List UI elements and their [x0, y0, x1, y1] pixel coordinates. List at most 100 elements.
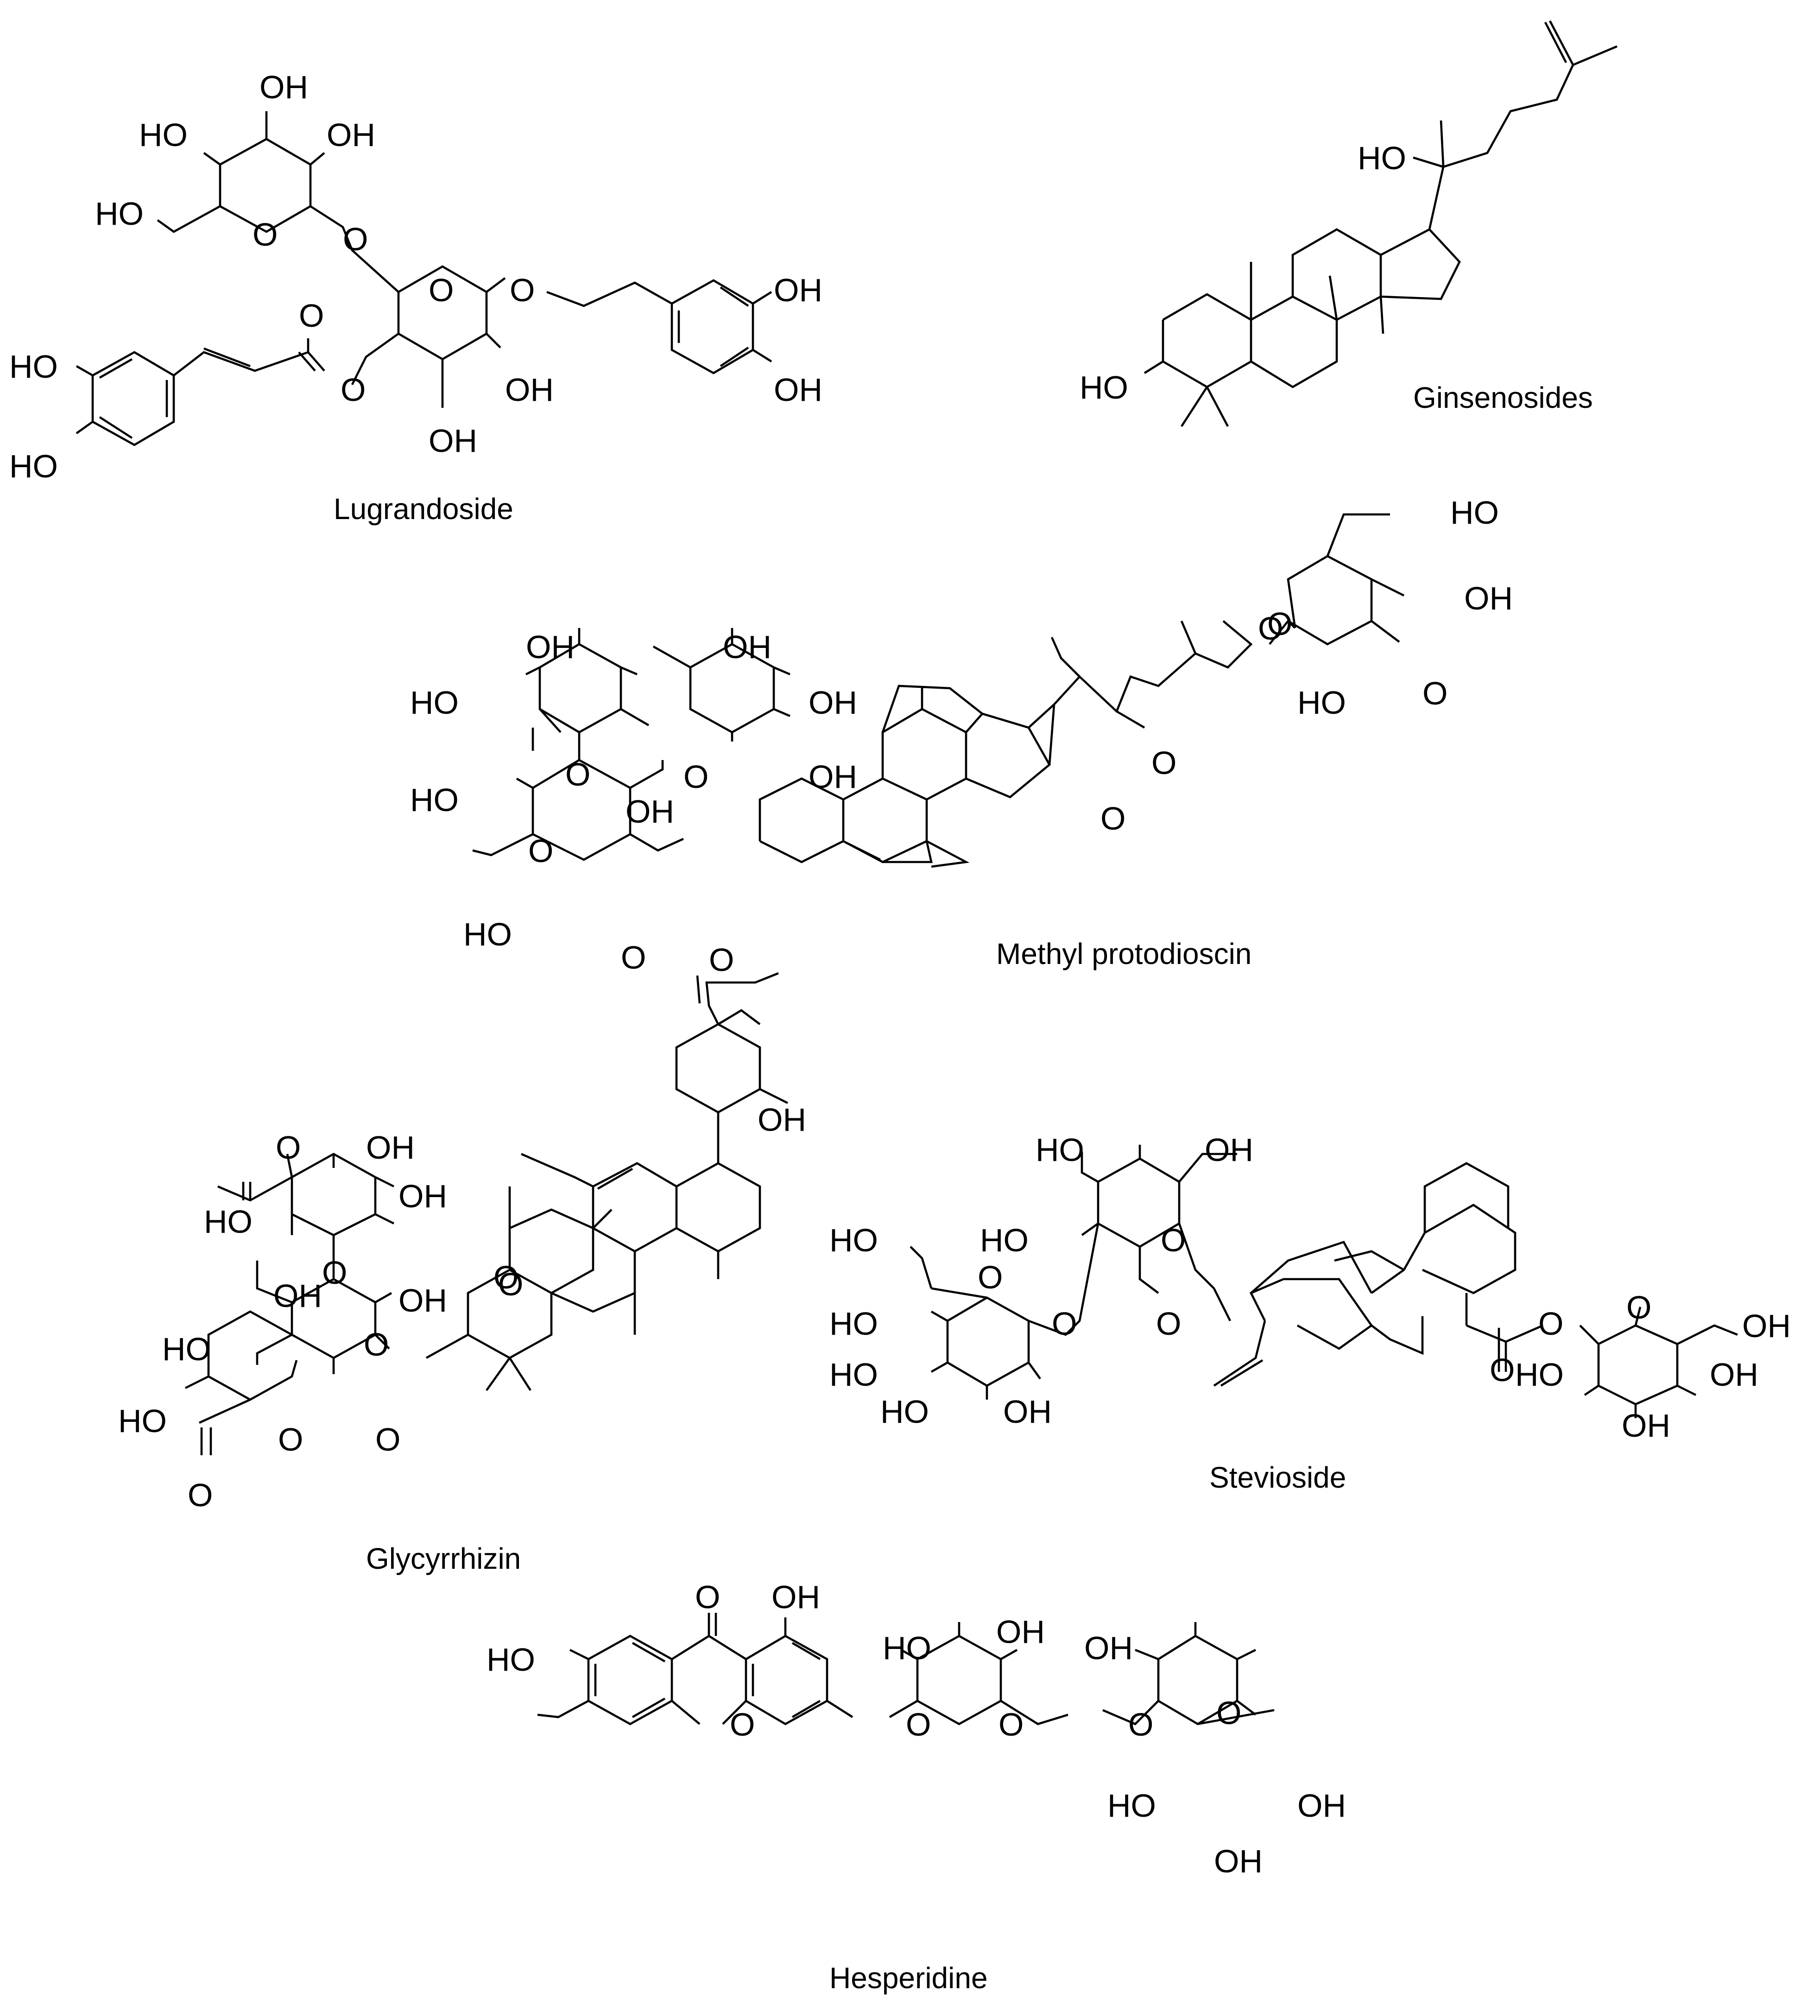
glycyrrhizin-label: HO: [204, 1204, 253, 1240]
lugrandoside-label: O: [510, 272, 535, 308]
lugrandoside-label: O: [429, 272, 454, 308]
stevioside-label: O: [1490, 1352, 1515, 1388]
stevioside-label: OH: [1003, 1394, 1052, 1430]
glycyrrhizin-label: O: [498, 1266, 523, 1302]
stevioside-label: OH: [1205, 1132, 1253, 1168]
stevioside-label: HO: [829, 1306, 878, 1342]
lugrandoside-bonds: [76, 111, 772, 446]
stevioside-label: OH: [1710, 1357, 1758, 1393]
stevioside-bonds: [910, 1145, 1738, 1418]
mp-label: HO: [1297, 685, 1346, 721]
stevioside-label: OH: [1742, 1308, 1791, 1344]
hesperidine-label: OH: [1084, 1630, 1133, 1666]
mp-label: O: [683, 759, 708, 795]
hesperidine-structure: O OH OH HO OH HO O O O O O HO OH OH Hesp…: [487, 1579, 1346, 1995]
compound-name-ginsenosides: Ginsenosides: [1413, 381, 1593, 414]
hesperidine-label: OH: [996, 1614, 1045, 1650]
lugrandoside-structure: OH HO OH HO O O O O OH O O HO OH HO OH O…: [9, 69, 822, 526]
glycyrrhizin-label: O: [322, 1255, 347, 1291]
methyl-protodioscin-bonds: [472, 513, 1405, 868]
hesperidine-label: OH: [1214, 1843, 1263, 1879]
lugrandoside-label: HO: [95, 196, 144, 232]
stevioside-structure: HO OH HO HO O O HO O O O OH O HO O HO OH…: [829, 1132, 1791, 1494]
hesperidine-label: O: [1128, 1706, 1153, 1743]
mp-label: O: [1100, 800, 1125, 837]
hesperidine-label: HO: [1107, 1788, 1156, 1824]
glycyrrhizin-label: OH: [366, 1129, 415, 1166]
stevioside-label: HO: [980, 1222, 1029, 1258]
lugrandoside-label: OH: [327, 117, 375, 153]
stevioside-label: O: [978, 1259, 1003, 1295]
mp-label: HO: [463, 916, 512, 952]
stevioside-label: O: [1052, 1306, 1077, 1342]
lugrandoside-label: O: [253, 216, 278, 253]
lugrandoside-label: OH: [505, 372, 554, 408]
stevioside-label: OH: [1622, 1407, 1670, 1444]
stevioside-label: HO: [880, 1394, 929, 1430]
mp-label: O: [528, 833, 553, 869]
stevioside-label: HO: [829, 1222, 878, 1258]
mp-label: O: [1151, 745, 1176, 781]
stevioside-label: O: [1538, 1306, 1563, 1342]
hesperidine-label: HO: [883, 1630, 931, 1666]
glycyrrhizin-label: O: [364, 1326, 389, 1363]
glycyrrhizin-structure: O OH OH HO OH O O OH O HO O HO O O O OH …: [118, 972, 806, 1575]
mp-label: HO: [1450, 494, 1499, 531]
ginsenosides-structure: HO HO Ginsenosides: [1080, 20, 1618, 427]
glycyrrhizin-label: HO: [162, 1331, 211, 1367]
hesperidine-label: O: [906, 1706, 931, 1743]
stevioside-label: HO: [1036, 1132, 1084, 1168]
hesperidine-label: HO: [487, 1642, 535, 1678]
mp-label: O: [1422, 675, 1447, 711]
lugrandoside-label: HO: [9, 448, 58, 484]
mp-label: OH: [1464, 580, 1513, 616]
ginsenosides-label: HO: [1080, 369, 1128, 406]
glycyrrhizin-label: HO: [118, 1403, 167, 1439]
mp-label: O: [1267, 606, 1292, 642]
glycyrrhizin-label: O: [276, 1129, 301, 1166]
mp-label: HO: [410, 782, 459, 818]
lugrandoside-label: OH: [774, 272, 822, 308]
mp-label: OH: [809, 759, 857, 795]
mp-label: O: [565, 756, 590, 792]
hesperidine-label: O: [998, 1706, 1024, 1743]
ginsenosides-label: HO: [1358, 140, 1406, 176]
hesperidine-bonds: [537, 1613, 1275, 1725]
glycyrrhizin-label: O: [188, 1477, 213, 1513]
lugrandoside-label: HO: [139, 117, 188, 153]
lugrandoside-label: OH: [429, 423, 477, 459]
methyl-protodioscin-structure: OH O OH HO OH OH HO OH O HO O HO O O OH …: [410, 494, 1513, 978]
glycyrrhizin-bonds: [184, 972, 789, 1455]
glycyrrhizin-label: OH: [273, 1278, 322, 1314]
lugrandoside-label: O: [343, 221, 368, 257]
hesperidine-label: O: [695, 1579, 720, 1615]
hesperidine-label: OH: [1297, 1788, 1346, 1824]
stevioside-label: O: [1156, 1306, 1181, 1342]
glycyrrhizin-label: O: [375, 1421, 400, 1458]
compound-name-glycyrrhizin: Glycyrrhizin: [366, 1542, 521, 1575]
compound-name-methyl-protodioscin: Methyl protodioscin: [996, 937, 1251, 970]
hesperidine-label: O: [1216, 1695, 1241, 1731]
hesperidine-label: OH: [771, 1579, 820, 1615]
stevioside-label: HO: [1515, 1357, 1564, 1393]
stevioside-label: O: [1161, 1222, 1186, 1258]
glycyrrhizin-label: OH: [758, 1102, 806, 1138]
mp-label: O: [621, 939, 646, 976]
lugrandoside-label: OH: [259, 69, 308, 105]
stevioside-label: O: [1626, 1289, 1651, 1325]
glycyrrhizin-label: OH: [398, 1178, 447, 1214]
compound-name-stevioside: Stevioside: [1209, 1461, 1346, 1494]
lugrandoside-label: OH: [774, 372, 822, 408]
lugrandoside-label: O: [299, 298, 324, 334]
lugrandoside-label: O: [341, 372, 366, 408]
mp-label: OH: [626, 793, 674, 830]
mp-label: O: [1258, 610, 1283, 647]
mp-label: OH: [526, 629, 575, 665]
compound-name-lugrandoside: Lugrandoside: [334, 492, 513, 526]
mp-label: OH: [809, 685, 857, 721]
mp-label: O: [709, 942, 734, 978]
glycyrrhizin-label: O: [278, 1421, 303, 1458]
ginsenosides-bonds: [1144, 20, 1618, 427]
hesperidine-label: O: [730, 1706, 755, 1743]
